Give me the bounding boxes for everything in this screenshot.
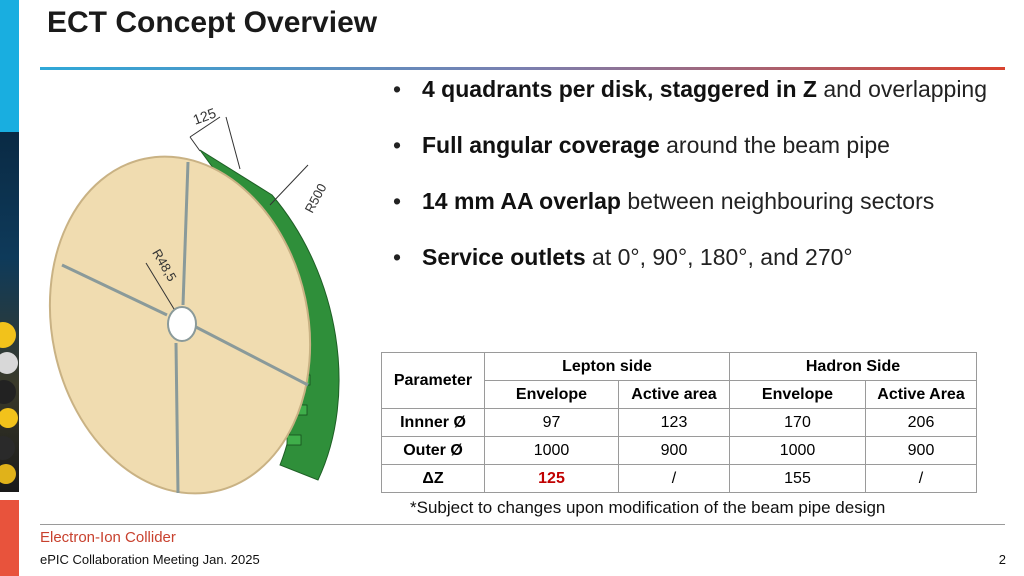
bullet-item: Service outlets at 0°, 90°, 180°, and 27…	[390, 242, 990, 273]
bullet-list: 4 quadrants per disk, staggered in Z and…	[390, 74, 990, 298]
bullet-bold: Full angular coverage	[422, 132, 660, 158]
quadrant-seam	[174, 342, 180, 494]
dim-line-r48	[145, 262, 175, 310]
ect-disk-figure: 125 R500 R48,5	[48, 105, 340, 495]
table-cell: 206	[865, 408, 977, 437]
bullet-bold: 4 quadrants per disk, staggered in Z	[422, 76, 817, 102]
side-accent-top	[0, 0, 19, 132]
row-label: ΔZ	[381, 464, 485, 493]
dim-line-125	[189, 116, 241, 170]
quadrant-seam	[181, 161, 190, 306]
decor-ball	[0, 436, 15, 460]
table-row: Outer Ø 1000 900 1000 900	[381, 436, 977, 465]
side-decoration-image	[0, 132, 19, 492]
bullet-text: at 0°, 90°, 180°, and 270°	[585, 244, 853, 270]
bullet-item: Full angular coverage around the beam pi…	[390, 130, 990, 161]
subheader-cell: Active Area	[865, 380, 977, 409]
module-block	[286, 434, 302, 446]
table-cell: 900	[618, 436, 730, 465]
table-cell: 1000	[484, 436, 619, 465]
bullet-text: around the beam pipe	[659, 132, 890, 158]
bullet-item: 14 mm AA overlap between neighbouring se…	[390, 186, 990, 217]
bullet-text: and overlapping	[816, 76, 988, 102]
title-rule	[40, 67, 1005, 70]
parameter-header: Parameter	[381, 352, 485, 409]
table-cell-highlight: 125	[484, 464, 619, 493]
page-number: 2	[998, 552, 1006, 567]
bullet-text: between neighbouring sectors	[620, 188, 935, 214]
quadrant-seam	[191, 323, 309, 387]
decor-ball	[0, 464, 16, 484]
table-row: Innner Ø 97 123 170 206	[381, 408, 977, 437]
quadrant-seam	[61, 263, 168, 317]
table-cell: /	[865, 464, 977, 493]
row-label: Innner Ø	[381, 408, 485, 437]
bullet-bold: Service outlets	[422, 244, 586, 270]
table-header-row: Parameter Lepton side Hadron Side	[381, 352, 977, 409]
subheader-cell: Envelope	[729, 380, 866, 409]
dim-r500-label: R500	[302, 181, 330, 215]
subheader-cell: Envelope	[484, 380, 619, 409]
table-cell: 97	[484, 408, 619, 437]
table-cell: 170	[729, 408, 866, 437]
footnote: *Subject to changes upon modification of…	[410, 498, 886, 517]
bullet-item: 4 quadrants per disk, staggered in Z and…	[390, 74, 990, 105]
eic-logo-text: Electron-Ion Collider	[40, 529, 176, 546]
decor-ball	[0, 352, 18, 374]
footer-rule	[40, 524, 1005, 525]
decor-ball	[0, 380, 16, 404]
bullet-bold: 14 mm AA overlap	[422, 188, 621, 214]
table-cell: 900	[865, 436, 977, 465]
subheader-cell: Active area	[618, 380, 730, 409]
table-cell: 1000	[729, 436, 866, 465]
page-title: ECT Concept Overview	[47, 6, 378, 39]
parameter-table: Parameter Lepton side Hadron Side Envelo…	[381, 352, 977, 493]
table-cell: 155	[729, 464, 866, 493]
table-subheader-row: Envelope Active area Envelope Active Are…	[382, 380, 977, 409]
table-cell: 123	[618, 408, 730, 437]
decor-ball	[0, 322, 16, 348]
table-cell: /	[618, 464, 730, 493]
beam-pipe-hole	[167, 306, 197, 342]
row-label: Outer Ø	[381, 436, 485, 465]
decor-ball	[0, 408, 18, 428]
hadron-side-header: Hadron Side	[729, 352, 977, 381]
meeting-label: ePIC Collaboration Meeting Jan. 2025	[40, 552, 260, 567]
lepton-side-header: Lepton side	[484, 352, 730, 381]
dim-line-r500	[269, 164, 309, 206]
table-row: ΔZ 125 / 155 /	[381, 464, 977, 493]
side-accent-bottom	[0, 500, 19, 576]
dim-125-label: 125	[191, 105, 219, 128]
